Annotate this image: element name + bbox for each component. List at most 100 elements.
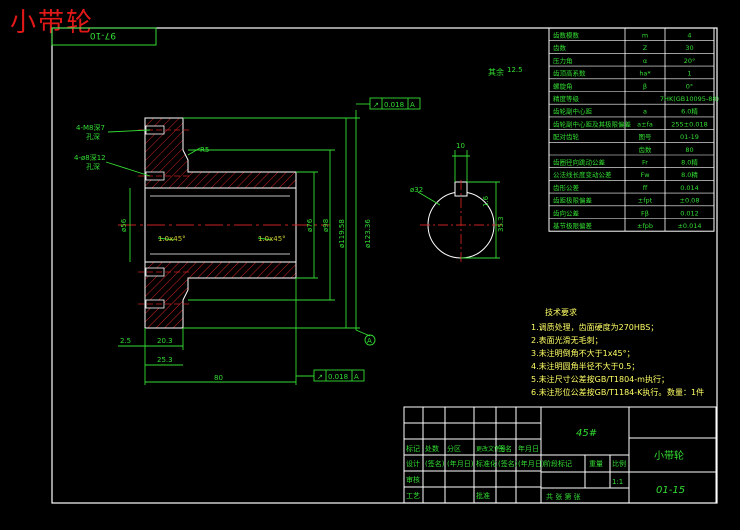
param-value: 1 bbox=[687, 70, 691, 78]
param-name: 齿数模数 bbox=[553, 31, 580, 40]
param-value: 0.014 bbox=[680, 184, 699, 192]
tb-r1-4: 签名 bbox=[498, 444, 512, 453]
tol-bottom-symbol: ↗ bbox=[317, 373, 323, 381]
chamfer-left: 1.0x45° bbox=[158, 235, 186, 243]
tb-r1-0: 标记 bbox=[406, 444, 420, 453]
dim-root: ø119.58 bbox=[338, 219, 346, 248]
tol-top-symbol: ↗ bbox=[373, 101, 379, 109]
param-name: 齿轮副中心距及其极限偏差 bbox=[553, 119, 632, 128]
tb-r2-5: (年月日) bbox=[518, 459, 545, 468]
param-symbol: ff bbox=[643, 184, 648, 192]
param-value: ±0.08 bbox=[680, 197, 700, 205]
tech-req-qty: 数量：1件 bbox=[667, 387, 704, 397]
tech-req-title: 技术要求 bbox=[545, 307, 577, 317]
corner-code-text: 97-10 bbox=[90, 30, 116, 40]
param-value: 01-19 bbox=[680, 133, 699, 141]
param-symbol: 齿数 bbox=[639, 145, 653, 154]
param-name: 齿顶高系数 bbox=[553, 69, 586, 78]
param-name: 精度等级 bbox=[553, 94, 580, 103]
tol-top-datum: A bbox=[410, 101, 415, 109]
tb-r1-2: 分区 bbox=[447, 444, 461, 453]
tb-r2-2: (年月日) bbox=[447, 459, 474, 468]
corner-code-box bbox=[51, 27, 157, 46]
hatch-upper bbox=[144, 117, 297, 189]
tech-req-4: 4.未注明圆角半径不大于0.5； bbox=[531, 361, 639, 371]
tech-req-3: 3.未注明倒角不大于1x45°； bbox=[531, 348, 635, 358]
tb-r2-3: 标准化 bbox=[476, 459, 497, 468]
dim-2-5: 2.5 bbox=[120, 337, 131, 345]
tb-r1-3: 更改文件号 bbox=[476, 445, 506, 453]
param-value: 80 bbox=[685, 146, 693, 154]
dim-groove: ø76 bbox=[306, 218, 314, 232]
dimension-lines bbox=[105, 97, 421, 385]
param-symbol: Fβ bbox=[641, 209, 649, 217]
dim-radius: R5 bbox=[200, 146, 209, 154]
tech-req-1: 1.调质处理，齿面硬度为270HBS； bbox=[531, 322, 658, 332]
param-name: 压力角 bbox=[553, 56, 573, 65]
roughness-general: 其余 bbox=[488, 67, 504, 77]
param-value: 6.0精 bbox=[681, 107, 698, 116]
roughness-value: 12.5 bbox=[507, 66, 523, 74]
tol-top-value: 0.018 bbox=[384, 101, 404, 109]
param-value: 8.0精 bbox=[681, 158, 698, 167]
param-symbol: ha* bbox=[639, 70, 651, 78]
tb-r3-0: 审核 bbox=[406, 475, 420, 484]
tech-req-5: 5.未注尺寸公差按GB/T1804-m执行； bbox=[531, 374, 669, 384]
param-name: 配对齿轮 bbox=[553, 132, 580, 141]
drawing-border bbox=[51, 27, 718, 504]
param-value: 255±0.018 bbox=[671, 120, 707, 128]
param-symbol: Z bbox=[643, 44, 648, 52]
param-value: 20° bbox=[684, 57, 696, 65]
key-width: 10 bbox=[456, 142, 465, 150]
dim-20-3: 20.3 bbox=[157, 337, 173, 345]
dim-80: 80 bbox=[214, 374, 223, 382]
tb-ratio: 比例 bbox=[612, 459, 626, 468]
tb-part-name: 小带轮 bbox=[654, 449, 684, 462]
hole-note-top-b: 孔深 bbox=[86, 132, 100, 141]
tech-req-2: 2.表面光滑无毛刺； bbox=[531, 335, 603, 345]
tb-r4-3: 批准 bbox=[476, 491, 490, 500]
param-value: 0° bbox=[686, 82, 693, 90]
param-value: 4 bbox=[687, 32, 691, 40]
tb-drawing-no: 01-15 bbox=[656, 485, 685, 496]
datum-label: A bbox=[367, 337, 372, 345]
tol-bottom-value: 0.018 bbox=[328, 373, 348, 381]
param-symbol: α bbox=[643, 57, 647, 65]
key-dia: ø32 bbox=[410, 186, 423, 194]
tol-bottom-datum: A bbox=[354, 373, 359, 381]
param-symbol: a±fa bbox=[637, 120, 653, 128]
tb-sheet: 共 张 第 张 bbox=[546, 492, 581, 501]
hole-note-mid: 4-ø8深12 bbox=[74, 153, 106, 162]
param-symbol: 图号 bbox=[639, 133, 653, 141]
key-depth: 35.3 bbox=[497, 216, 505, 232]
param-name: 齿圈径向跳动公差 bbox=[553, 158, 606, 167]
param-name: 齿距极限偏差 bbox=[553, 196, 593, 205]
param-name: 齿形公差 bbox=[553, 183, 580, 192]
tb-r2-4: (签名) bbox=[498, 459, 518, 468]
param-name: 公法线长度变动公差 bbox=[553, 170, 612, 179]
tb-r1-5: 年月日 bbox=[518, 444, 539, 453]
param-name: 齿轮副中心距 bbox=[553, 107, 593, 116]
tb-r2-0: 设计 bbox=[406, 459, 420, 468]
param-name: 齿向公差 bbox=[553, 208, 580, 217]
chamfer-right: 1.0x45° bbox=[258, 235, 286, 243]
param-name: 螺旋角 bbox=[553, 81, 573, 90]
keyway-view: 10 35.3 ø32 1.6 bbox=[410, 142, 505, 265]
param-value: 8.0精 bbox=[681, 170, 698, 179]
param-name: 齿数 bbox=[553, 43, 567, 52]
tb-r2-1: (签名) bbox=[425, 459, 445, 468]
param-value: 0.012 bbox=[680, 209, 699, 217]
key-tol: 1.6 bbox=[482, 195, 490, 207]
title-block bbox=[403, 406, 717, 504]
param-name: 基节极限偏差 bbox=[553, 221, 593, 230]
tb-stage: 阶段标记 bbox=[544, 459, 572, 468]
tb-material: 45# bbox=[576, 428, 597, 439]
dim-bore: ø56 bbox=[120, 218, 128, 232]
param-symbol: ±fpb bbox=[637, 222, 653, 230]
section-view bbox=[118, 117, 330, 329]
drawing-title-overlay: 小带轮 bbox=[10, 8, 95, 38]
param-symbol: Fw bbox=[640, 171, 650, 179]
dim-outer: ø123.36 bbox=[364, 219, 372, 248]
